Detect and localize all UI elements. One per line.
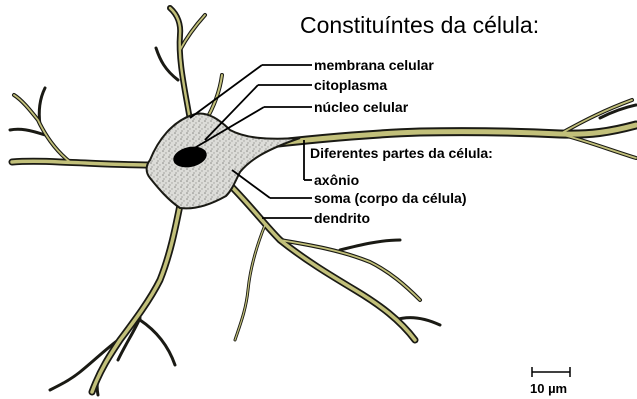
axon-branch-fine	[598, 103, 637, 120]
dendrite-br-branch-c	[233, 223, 267, 342]
dendrite-br-branch-b	[338, 238, 402, 252]
label-partes: Diferentes partes da célula:	[310, 145, 493, 161]
dendrite-br-branch-d	[393, 316, 442, 327]
dendrite-bottom-right	[226, 181, 419, 344]
label-nucleo: núcleo celular	[314, 99, 409, 115]
neurites	[8, 5, 637, 397]
dendrite-bl-branch-c	[116, 316, 142, 362]
diagram-title: Constituíntes da célula:	[300, 12, 539, 38]
leader-lines	[185, 64, 312, 219]
dendrite-left-up-branch	[8, 127, 47, 137]
nucleus	[173, 146, 207, 168]
leader-nucleo	[185, 106, 265, 154]
dendrite-left-up-branch-2	[37, 86, 47, 127]
label-citoplasma: citoplasma	[314, 77, 387, 93]
label-membrana: membrana celular	[314, 57, 434, 73]
label-soma: soma (corpo da célula)	[314, 190, 466, 206]
soma	[145, 112, 301, 210]
leader-citoplasma	[204, 84, 259, 141]
label-dendrito: dendrito	[314, 210, 370, 226]
dendrite-bl-branch-b	[48, 333, 127, 392]
scale-bar-label: 10 µm	[530, 381, 567, 396]
scale-bar	[531, 367, 571, 377]
label-axonio: axônio	[314, 172, 359, 188]
dendrite-bl-branch-a	[138, 318, 177, 367]
leader-membrana	[189, 64, 263, 119]
dendrite-top-branch-2	[154, 46, 180, 82]
leader-soma	[231, 169, 271, 199]
